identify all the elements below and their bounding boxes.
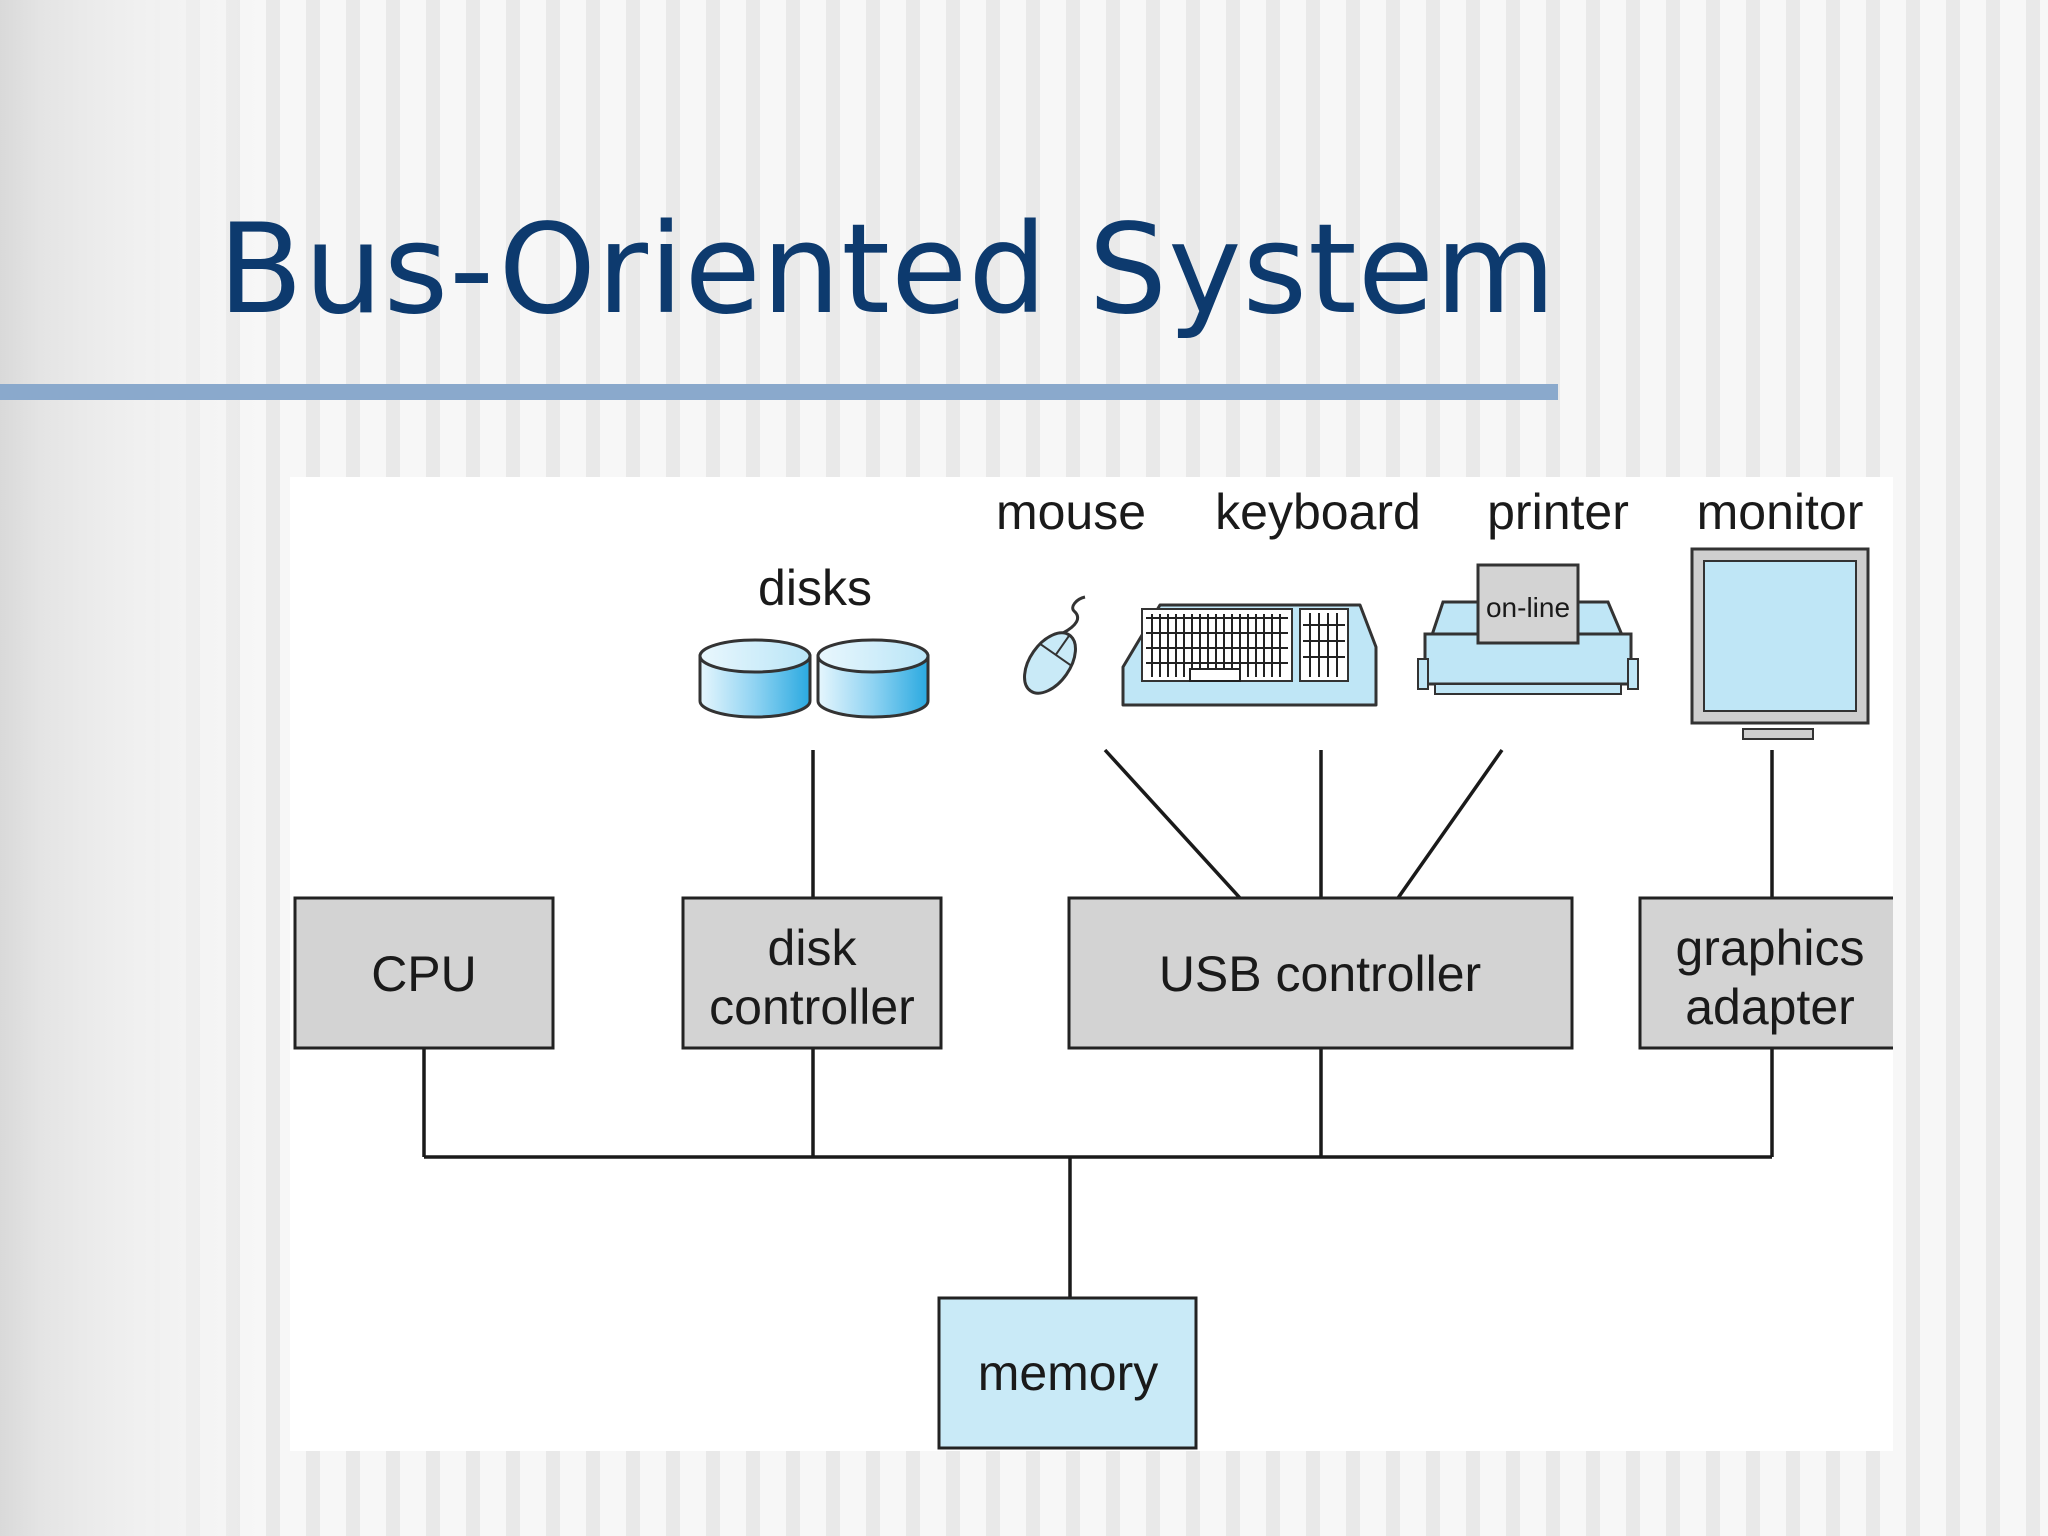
graphics-adapter-label-line2: adapter	[1685, 979, 1855, 1035]
printer-icon: on-line	[1417, 563, 1639, 695]
disk-controller-label-line2: controller	[709, 979, 915, 1035]
graphics-adapter-label-line1: graphics	[1676, 920, 1865, 976]
mouse-icon	[1023, 595, 1086, 695]
graphics-adapter-box: graphics adapter	[1638, 896, 1893, 1050]
disk-icon	[698, 638, 812, 719]
disks-icon	[698, 638, 930, 719]
memory-box: memory	[937, 1296, 1198, 1450]
keyboard-icon	[1121, 603, 1378, 707]
slide-title: Bus-Oriented System	[218, 198, 1557, 342]
cpu-box: CPU	[293, 896, 555, 1050]
mouse-label: mouse	[996, 484, 1146, 540]
monitor-label: monitor	[1697, 484, 1864, 540]
disk-controller-box: disk controller	[681, 896, 943, 1050]
printer-to-usb-line	[1396, 748, 1504, 900]
monitor-icon	[1690, 547, 1870, 740]
disk-icon	[816, 638, 930, 719]
mouse-to-usb-line	[1103, 748, 1242, 900]
bus-diagram: disks mouse keyboard printer monitor	[290, 477, 1893, 1451]
keyboard-label: keyboard	[1215, 484, 1421, 540]
usb-controller-box: USB controller	[1067, 896, 1574, 1050]
disks-label: disks	[758, 560, 872, 616]
memory-label: memory	[978, 1345, 1159, 1401]
connection-lines	[422, 748, 1774, 1298]
title-underline	[0, 384, 1558, 400]
printer-label: printer	[1487, 484, 1629, 540]
disk-controller-label-line1: disk	[768, 920, 858, 976]
usb-controller-label: USB controller	[1159, 946, 1481, 1002]
printer-panel-label: on-line	[1486, 592, 1570, 623]
cpu-label: CPU	[371, 946, 477, 1002]
